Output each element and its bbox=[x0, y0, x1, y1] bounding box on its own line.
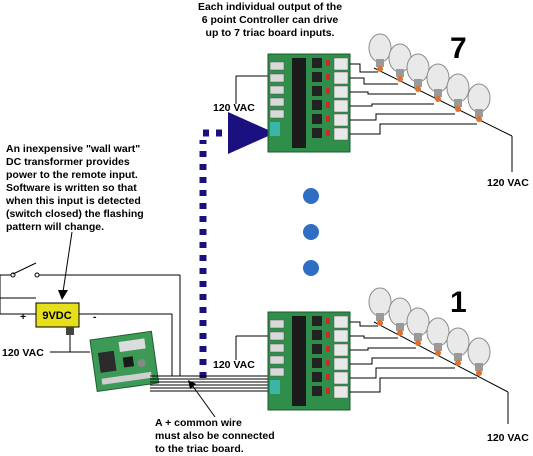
top-heatsink bbox=[292, 58, 306, 148]
bottom-lamp-5 bbox=[446, 327, 470, 366]
top-note-line-1: Each individual output of the bbox=[198, 1, 342, 13]
bottom-lamp-wires bbox=[350, 321, 477, 393]
triac-board-top: 120 VAC bbox=[213, 33, 529, 189]
controller-terminal bbox=[101, 371, 152, 385]
controller-connector bbox=[118, 338, 146, 352]
left-note-line-6: (switch closed) the flashing bbox=[6, 208, 144, 220]
transformer-plug bbox=[66, 327, 74, 335]
vac-lamps-top: 120 VAC bbox=[487, 177, 529, 189]
top-lamps bbox=[368, 33, 491, 122]
left-note-line-3: power to the remote input. bbox=[6, 169, 138, 181]
output-ribbon bbox=[150, 375, 268, 392]
board-number-top: 7 bbox=[450, 32, 467, 65]
dot-1 bbox=[303, 188, 319, 204]
common-wire-pointer bbox=[191, 384, 216, 418]
top-note-line-2: 6 point Controller can drive bbox=[202, 14, 339, 26]
left-note-line-4: Software is written so that bbox=[6, 182, 137, 194]
top-triacs bbox=[312, 58, 322, 138]
bottom-input-terminals bbox=[269, 319, 285, 377]
dot-2 bbox=[303, 224, 319, 240]
top-note: Each individual output of the 6 point Co… bbox=[198, 1, 342, 39]
controller-board bbox=[89, 330, 160, 393]
bottom-note-line-2: must also be connected bbox=[155, 430, 275, 442]
bottom-note-line-1: A + common wire bbox=[155, 417, 242, 429]
top-lamp-1 bbox=[368, 33, 392, 72]
minus-sign: - bbox=[93, 311, 97, 323]
controller-ic bbox=[122, 356, 135, 368]
bottom-lamp-1 bbox=[368, 287, 392, 326]
top-lamp-3 bbox=[406, 53, 430, 92]
left-note-line-7: pattern will change. bbox=[6, 221, 104, 233]
transformer-box bbox=[35, 302, 80, 328]
controller: 120 VAC bbox=[2, 330, 268, 393]
bottom-input-connector bbox=[270, 380, 280, 394]
bottom-heatsink bbox=[292, 316, 306, 406]
top-input-terminals bbox=[269, 61, 285, 119]
switch-contact-b bbox=[34, 272, 40, 278]
bottom-output-terminals bbox=[333, 315, 349, 399]
bottom-lamp-3 bbox=[406, 307, 430, 346]
left-note-line-2: DC transformer provides bbox=[6, 156, 130, 168]
top-output-terminals bbox=[333, 57, 349, 141]
left-note-line-1: An inexpensive "wall wart" bbox=[6, 143, 140, 155]
controller-vac-label: 120 VAC bbox=[2, 347, 44, 359]
transformer-pointer bbox=[62, 231, 73, 293]
top-input-connector bbox=[270, 122, 280, 136]
triac-board-bottom: 120 VAC 120 V bbox=[213, 287, 529, 444]
transformer-label: 9VDC bbox=[42, 310, 71, 322]
signal-link bbox=[199, 112, 275, 378]
bottom-note-line-3: to the triac board. bbox=[155, 443, 244, 455]
top-lamp-wires bbox=[350, 63, 477, 135]
top-lamp-5 bbox=[446, 73, 470, 112]
bottom-lamp-6 bbox=[467, 337, 491, 376]
vac-board-top: 120 VAC bbox=[213, 102, 255, 114]
continuation-dots bbox=[303, 188, 319, 276]
bottom-lamp-2 bbox=[388, 297, 412, 336]
top-output-leds bbox=[326, 60, 330, 136]
top-lamp-4 bbox=[426, 63, 450, 102]
bottom-output-leds bbox=[326, 318, 330, 394]
signal-arrow bbox=[228, 112, 275, 154]
bottom-triacs bbox=[312, 316, 322, 396]
controller-capacitor bbox=[137, 359, 146, 368]
controller-chip bbox=[97, 350, 117, 373]
top-lamp-return bbox=[373, 67, 513, 137]
bottom-note: A + common wire must also be connected t… bbox=[155, 417, 275, 455]
vac-board-bottom: 120 VAC bbox=[213, 359, 255, 371]
transformer-pointer-head bbox=[58, 290, 68, 300]
dot-3 bbox=[303, 260, 319, 276]
top-lamp-6 bbox=[467, 83, 491, 122]
bottom-lamp-return bbox=[373, 321, 509, 393]
plus-sign: + bbox=[20, 311, 26, 323]
bottom-lamps bbox=[368, 287, 491, 376]
board-number-bottom: 1 bbox=[450, 286, 467, 319]
bottom-lamp-4 bbox=[426, 317, 450, 356]
left-note: An inexpensive "wall wart" DC transforme… bbox=[5, 143, 144, 233]
wall-wart-circuit: 9VDC + - bbox=[0, 231, 181, 360]
top-note-line-3: up to 7 triac board inputs. bbox=[206, 27, 335, 39]
switch-blade bbox=[12, 262, 37, 275]
vac-lamps-bottom: 120 VAC bbox=[487, 432, 529, 444]
left-note-line-5: when this input is detected bbox=[5, 195, 141, 207]
